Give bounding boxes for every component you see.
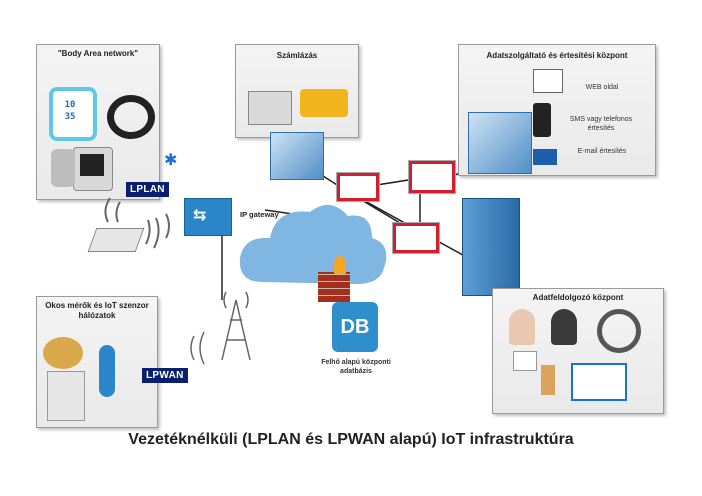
analyst-female-icon: [509, 309, 535, 345]
processing-panel: Adatfeldolgozó központ: [492, 288, 664, 414]
energy-meter-icon: [47, 371, 85, 421]
billing-title: Számlázás: [276, 51, 318, 60]
smart-ring-icon: [107, 95, 155, 139]
watch-display: 10 35: [64, 100, 76, 122]
lpwan-tag: LPWAN: [142, 368, 188, 383]
diagram-caption: Vezetéknélküli (LPLAN és LPWAN alapú) Io…: [128, 431, 574, 448]
cash-register-icon: [248, 91, 292, 125]
fire-icon: [334, 256, 346, 274]
water-meter-icon: [43, 337, 83, 369]
thermometer-icon: [99, 345, 115, 397]
datacenter-tower-icon: [462, 198, 520, 296]
firewall-router-3-icon: [392, 222, 440, 254]
payment-icon: [300, 89, 348, 117]
provider-title: Adatszolgáltató és értesítési központ: [486, 51, 628, 60]
building-left-icon: [270, 132, 324, 180]
phone-icon: [533, 103, 551, 137]
body-area-network-title: "Body Area network": [57, 49, 139, 58]
firewall-router-1-icon: [336, 172, 380, 202]
processing-title: Adatfeldolgozó központ: [532, 293, 624, 302]
database-label: DB: [340, 316, 370, 338]
provider-item-web: WEB oldal: [585, 84, 619, 91]
provider-panel: Adatszolgáltató és értesítési központ WE…: [458, 44, 656, 176]
database-icon: DB: [332, 302, 378, 352]
ip-gateway-icon: ⇆: [184, 198, 232, 236]
blood-pressure-monitor-icon: [73, 147, 113, 191]
cuff-icon: [51, 149, 75, 187]
ip-gateway-label: IP gateway: [240, 210, 279, 219]
sensors-title: Okos mérők és IoT szenzor hálózatok: [45, 301, 149, 320]
smartwatch-icon: 10 35: [49, 87, 97, 141]
bluetooth-icon: ✱: [164, 150, 178, 169]
firewall-brick-icon: [318, 272, 350, 302]
presenter-icon: [541, 365, 555, 395]
search-chart-icon: [597, 309, 641, 353]
sensors-panel: Okos mérők és IoT szenzor hálózatok: [36, 296, 158, 428]
provider-item-email: E-mail értesítés: [577, 148, 627, 155]
lplan-tag: LPLAN: [126, 182, 169, 197]
body-area-network-panel: "Body Area network" 10 35: [36, 44, 160, 200]
database-caption: Felhő alapú központi adatbázis: [321, 359, 391, 375]
firewall-router-2-icon: [408, 160, 456, 194]
provider-item-sms: SMS vagy telefonos értesítés: [569, 116, 633, 132]
email-icon: [533, 149, 557, 165]
laptop-chart-icon: [571, 363, 627, 401]
report-icon: [513, 351, 537, 371]
analyst-male-icon: [551, 309, 577, 345]
website-icon: [533, 69, 563, 93]
building-right-icon: [468, 112, 532, 174]
